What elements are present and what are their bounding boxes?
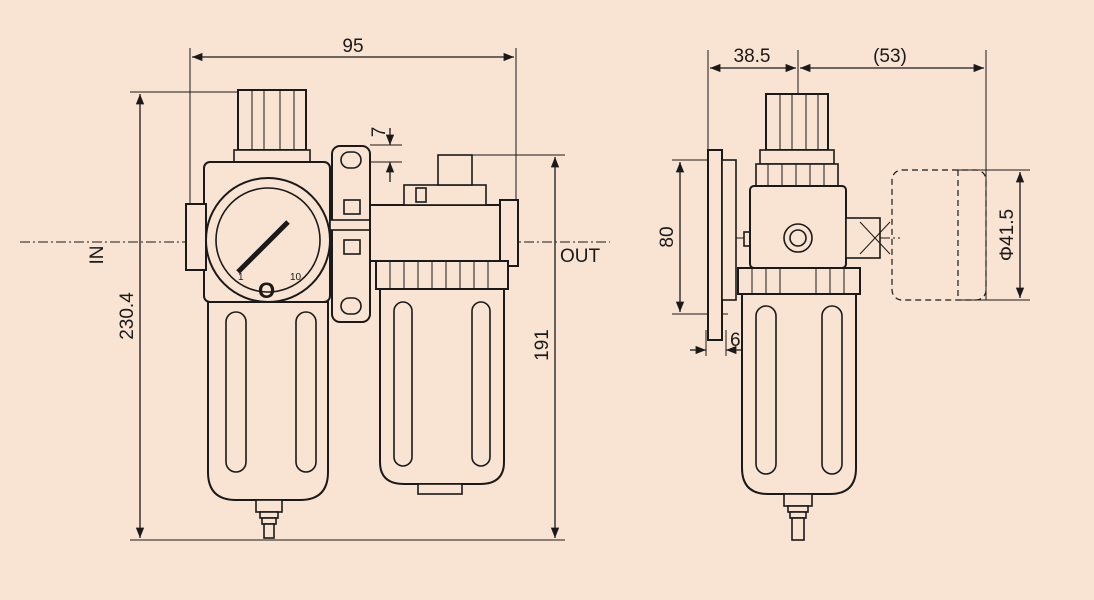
out-port xyxy=(499,199,519,267)
gauge-needle xyxy=(236,220,290,274)
drain-valve xyxy=(263,523,275,539)
dim-side-right-label: (53) xyxy=(873,46,907,67)
side-drain-valve xyxy=(791,517,805,541)
connecting-bracket xyxy=(329,145,375,323)
lubricator-unit xyxy=(369,154,519,495)
lube-window-right xyxy=(471,301,491,467)
in-port xyxy=(185,203,207,271)
bowl-window-right xyxy=(295,311,317,473)
regulator-knob xyxy=(237,89,307,151)
lubricator-ring xyxy=(375,260,509,290)
label-in: IN xyxy=(87,246,108,265)
side-window-left xyxy=(755,305,777,475)
bowl-window-left xyxy=(225,311,247,473)
dim-width-label: 95 xyxy=(342,36,363,57)
side-ring xyxy=(737,267,861,295)
dim-small-label: 7 xyxy=(369,127,390,138)
front-view: 95 230.4 191 7 IN OUT xyxy=(20,36,610,541)
dim-total-height-label: 230.4 xyxy=(117,292,138,340)
bracket-plate xyxy=(331,145,371,323)
dim-plate-label: 6 xyxy=(730,330,741,351)
side-knob xyxy=(765,93,829,151)
gauge-mark: O xyxy=(258,278,275,303)
lubricator-head xyxy=(369,204,513,262)
gauge-max-label: 10 xyxy=(290,272,302,283)
lubricator-bottom xyxy=(417,483,463,495)
lubricator-dome xyxy=(437,154,473,186)
mounting-plate xyxy=(707,149,723,341)
dim-side-left-label: 38.5 xyxy=(734,46,771,67)
dim-out-height-label: 191 xyxy=(532,329,553,361)
filter-regulator-unit: 1 10 O xyxy=(185,89,331,539)
label-out: OUT xyxy=(560,246,601,267)
dim-diameter-label: Φ41.5 xyxy=(997,209,1018,261)
lube-window-left xyxy=(393,301,413,467)
dim-mount-label: 80 xyxy=(657,226,678,247)
side-window-right xyxy=(821,305,843,475)
side-view: 38.5 (53) 80 Φ41.5 6 xyxy=(657,46,1030,541)
gauge-min-label: 1 xyxy=(238,272,244,283)
adjacent-unit-outline xyxy=(891,169,987,301)
knob-collar xyxy=(233,149,311,163)
